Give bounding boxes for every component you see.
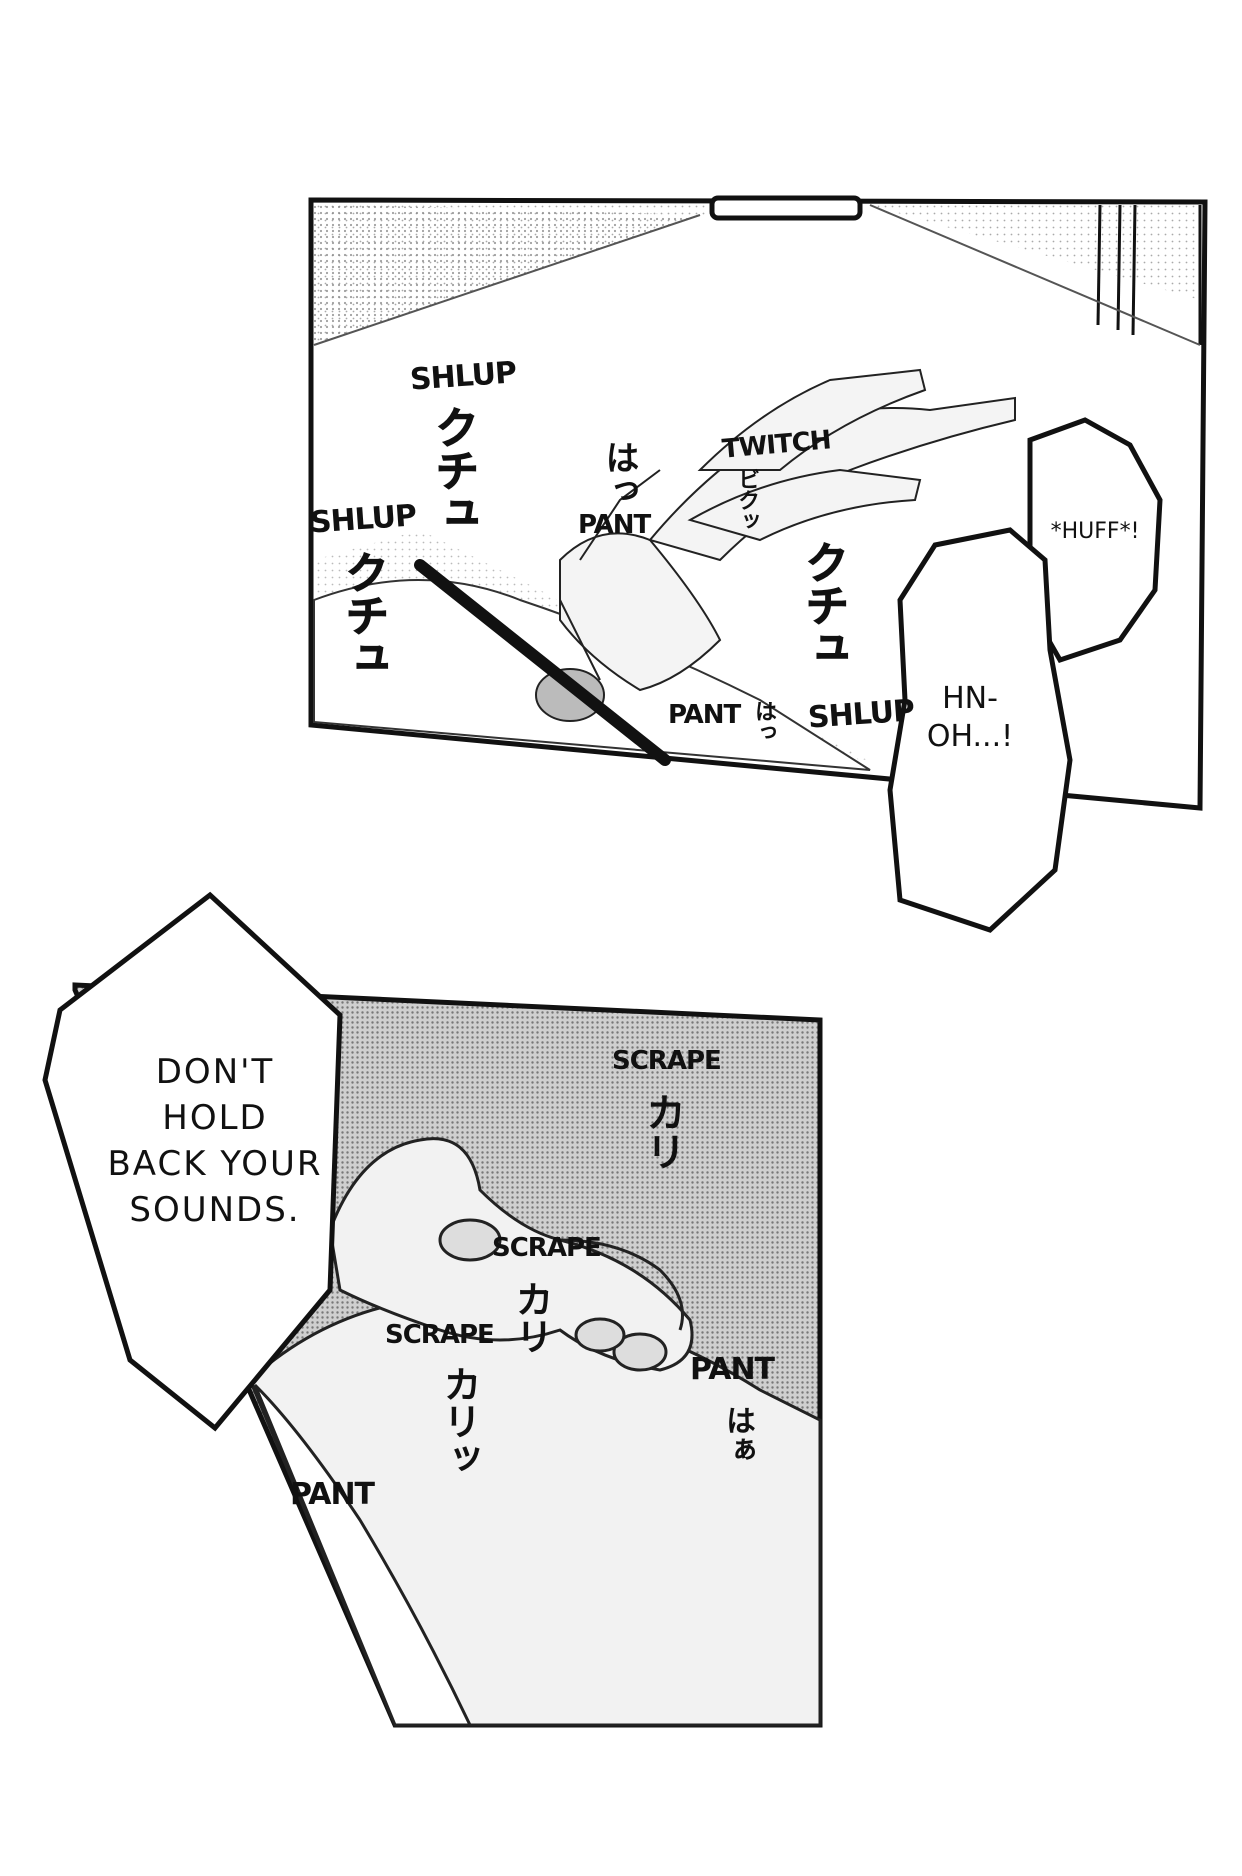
huff-text: *HUFF*! bbox=[1050, 519, 1140, 544]
sfx-scrape-1: SCRAPE bbox=[612, 1046, 722, 1076]
hn-oh-bubble bbox=[887, 527, 1073, 933]
sfx-pant-3-kana: はぁ bbox=[720, 1405, 755, 1463]
dont-hold-line-2: HOLD bbox=[162, 1097, 268, 1138]
hn-oh-line-1: HN- bbox=[942, 681, 998, 716]
sfx-scrape-3: SCRAPE bbox=[385, 1320, 495, 1350]
dont-hold-line-3: BACK YOUR bbox=[107, 1143, 323, 1184]
sfx-shlup-3: SHLUP bbox=[806, 693, 916, 736]
sfx-scrape-2: SCRAPE bbox=[492, 1233, 602, 1263]
ceiling-light bbox=[709, 195, 863, 221]
hn-oh-line-2: OH...! bbox=[926, 718, 1014, 754]
door-frame bbox=[1096, 204, 1202, 345]
sfx-pant-2: PANT bbox=[668, 700, 741, 730]
dont-hold-line-4: SOUNDS. bbox=[129, 1189, 301, 1230]
sfx-shlup-1-kana: クチュ bbox=[427, 405, 479, 535]
top-panel bbox=[308, 195, 1208, 811]
blanket bbox=[253, 1383, 473, 1727]
figures bbox=[535, 368, 1016, 722]
sfx-shlup-2: SHLUP bbox=[308, 498, 418, 541]
sfx-scrape-1-kana: カリ bbox=[639, 1092, 685, 1170]
black-strap bbox=[414, 559, 671, 766]
sfx-shlup-3-kana: クチュ bbox=[797, 540, 849, 670]
hn-oh-text: HN- OH...! bbox=[905, 680, 1035, 755]
sfx-pant-2-kana: はっ bbox=[751, 700, 776, 742]
dont-hold-text: DON'T HOLD BACK YOUR SOUNDS. bbox=[95, 1050, 335, 1234]
sfx-scrape-3-kana: カリッ bbox=[437, 1365, 481, 1476]
sfx-shlup-2-kana: クチュ bbox=[337, 550, 389, 680]
dont-hold-bubble bbox=[42, 891, 343, 1432]
sfx-pant-1-kana: はっ bbox=[599, 440, 639, 506]
sfx-twitch-kana: ビクッ bbox=[734, 468, 759, 531]
sfx-pant-3: PANT bbox=[690, 1352, 775, 1387]
sfx-pant-4: PANT bbox=[290, 1477, 375, 1512]
sfx-shlup-1: SHLUP bbox=[408, 355, 518, 398]
sfx-pant-1: PANT bbox=[578, 510, 651, 540]
dont-hold-line-1: DON'T bbox=[155, 1052, 275, 1092]
sfx-scrape-2-kana: カリ bbox=[509, 1280, 553, 1354]
